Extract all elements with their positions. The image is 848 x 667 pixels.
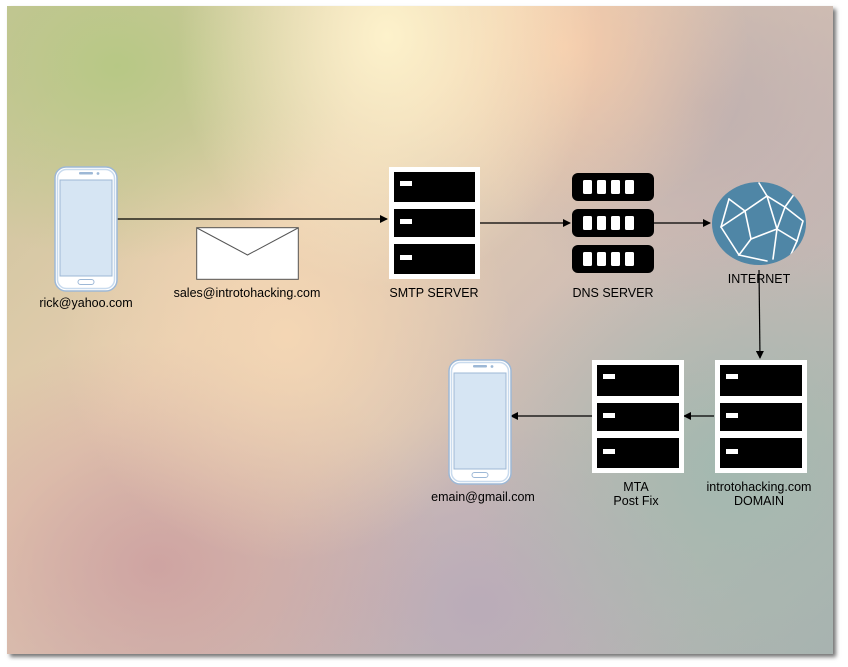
domain-label-line2: DOMAIN xyxy=(734,494,784,508)
receiver-phone-label: emain@gmail.com xyxy=(431,490,535,504)
diagram-canvas: rick@yahoo.com sales@introtohacking.com … xyxy=(7,6,833,654)
smtp-server-icon xyxy=(389,167,480,279)
sender-phone-icon xyxy=(54,166,118,292)
domain-label-line1: introtohacking.com xyxy=(706,480,812,494)
mta-label: MTA Post Fix xyxy=(575,480,697,508)
arrow-internet-to-domain xyxy=(755,269,764,359)
receiver-phone-icon xyxy=(448,359,512,485)
mta-server-icon xyxy=(592,360,684,473)
mta-label-line1: MTA xyxy=(623,480,649,494)
domain-label: introtohacking.com DOMAIN xyxy=(684,480,833,508)
connection-arrows xyxy=(117,215,764,420)
envelope-label: sales@introtohacking.com xyxy=(173,286,321,300)
sender-phone-label: rick@yahoo.com xyxy=(39,296,133,310)
mta-label-line2: Post Fix xyxy=(613,494,659,508)
internet-label: INTERNET xyxy=(727,272,791,286)
dns-server-label: DNS SERVER xyxy=(572,286,654,300)
domain-server-icon xyxy=(715,360,807,473)
globe-icon xyxy=(712,182,806,265)
smtp-server-label: SMTP SERVER xyxy=(389,286,479,300)
dns-server-icon xyxy=(572,173,654,273)
envelope-icon xyxy=(196,227,299,280)
